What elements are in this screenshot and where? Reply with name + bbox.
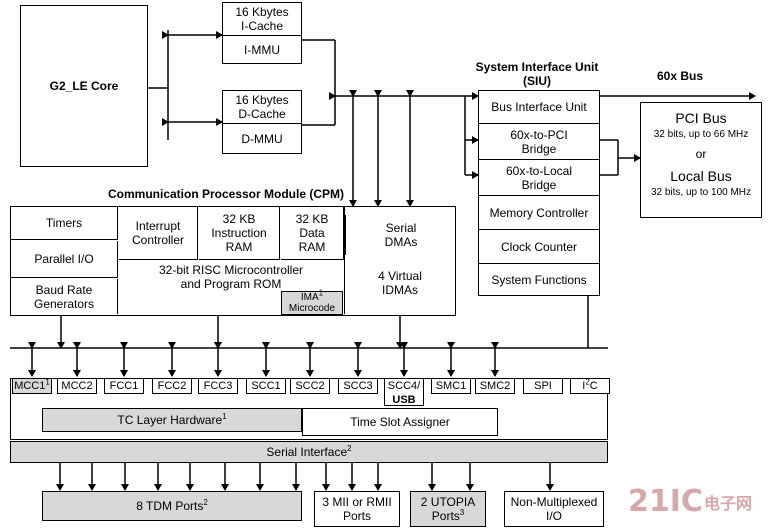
g2-core-label: G2_LE Core [49,79,119,93]
clock-counter: Clock Counter [479,231,599,264]
g2-le-core: G2_LE Core [20,5,148,167]
watermark-logo: 21IC [628,484,703,519]
controller-smc2: SMC2 [475,378,515,394]
local-bus-desc: 32 bits, up to 100 MHz [650,187,752,198]
tdm-ports: 8 TDM Ports2 [42,491,302,521]
bus-60x-label: 60x Bus [656,69,704,83]
controller-label: MCC11 [14,377,50,392]
controller-fcc3: FCC3 [198,378,238,394]
controller-mcc2: MCC2 [57,378,97,394]
external-bus-box: PCI Bus 32 bits, up to 66 MHz or Local B… [640,102,762,218]
watermark-cn: 电子网 [704,494,753,513]
dcache-block: 16 Kbytes D-Cache D-MMU [222,90,302,154]
immu-label: I-MMU [244,43,280,57]
dcache-label: D-Cache [238,107,286,121]
controller-label: SCC4/ [387,380,421,392]
controller-sublabel: USB [392,394,416,406]
controller-scc4: SCC4/USB [384,378,424,406]
parallel-io: Parallel I/O [11,241,118,278]
controller-label: SPI [534,380,552,392]
controller-scc3: SCC3 [338,378,378,394]
utopia-ports: 2 UTOPIA Ports3 [410,491,486,527]
local-bus-title: Local Bus [670,168,732,184]
controller-label: FCC3 [203,380,233,392]
controller-label: SMC1 [435,380,467,392]
controller-label: I2C [582,377,598,392]
controller-scc1: SCC1 [246,378,286,394]
controller-label: SCC3 [343,380,373,392]
dmmu-label: D-MMU [241,132,283,146]
ima-microcode: IMA1 Microcode [281,289,343,315]
icache-label: I-Cache [240,19,284,33]
memory-controller: Memory Controller [479,197,599,230]
serial-interface: Serial Interface2 [10,441,608,463]
icache-block: 16 Kbytes I-Cache I-MMU [222,2,302,64]
or-label: or [695,147,707,161]
icache-size: 16 Kbytes [235,5,289,19]
pci-bus-title: PCI Bus [675,110,727,126]
controller-label: MCC2 [61,380,93,392]
controller-fcc1: FCC1 [104,378,144,394]
controller-label: SCC1 [251,380,281,392]
pci-bus-desc: 32 bits, up to 66 MHz [653,129,749,140]
controller-fcc2: FCC2 [152,378,192,394]
controller-spi: SPI [523,378,563,394]
time-slot-assigner: Time Slot Assigner [302,408,498,436]
cpm-title: Communication Processor Module (CPM) [107,187,345,201]
controller-label: SCC2 [295,380,325,392]
timers: Timers [11,207,118,240]
controller-label: FCC1 [109,380,139,392]
system-functions: System Functions [491,273,587,287]
siu-title: System Interface Unit (SIU) [475,60,599,88]
bus-interface-unit: Bus Interface Unit [479,91,599,124]
controller-label: FCC2 [157,380,187,392]
tc-layer-hardware: TC Layer Hardware1 [42,408,302,432]
controller-smc1: SMC1 [431,378,471,394]
controller-label: SMC2 [479,380,511,392]
controller-mcc1: MCC11 [12,378,52,394]
controller-ic: I2C [570,378,610,394]
controller-scc2: SCC2 [290,378,330,394]
dcache-size: 16 Kbytes [235,93,289,107]
